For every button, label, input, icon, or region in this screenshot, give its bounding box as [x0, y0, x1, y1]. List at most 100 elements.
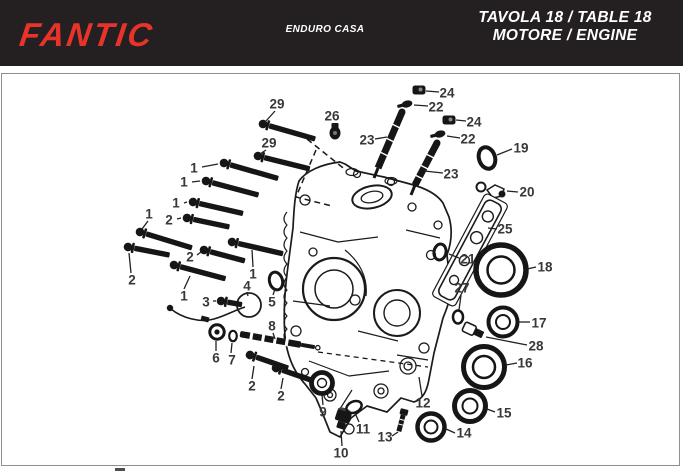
- bearings-group: [309, 242, 529, 443]
- callout-leader: [496, 148, 513, 156]
- callout-leader: [486, 408, 496, 413]
- callout-24: 24: [439, 86, 455, 101]
- model-label: ENDURO CASA: [285, 24, 365, 35]
- callout-3: 3: [202, 295, 210, 310]
- callout-16: 16: [517, 356, 533, 371]
- callout-1: 1: [180, 289, 188, 304]
- callout-leader: [455, 119, 467, 122]
- crankcase-drawing: [283, 161, 453, 438]
- callout-leader: [246, 291, 249, 297]
- callout-leader: [446, 135, 461, 139]
- bolts-group: [123, 119, 316, 384]
- callout-leader: [445, 428, 456, 434]
- callout-leader: [332, 122, 335, 128]
- part-spline-shaft-8: [239, 331, 321, 351]
- callout-leader: [272, 288, 276, 296]
- part-stud-23-right: [409, 139, 441, 196]
- part-cable-lever: [166, 304, 246, 323]
- callout-leader: [280, 377, 284, 390]
- part-bolt: [182, 213, 230, 230]
- callout-22: 22: [428, 100, 443, 115]
- callout-13: 13: [377, 430, 393, 445]
- part-bolt: [123, 242, 170, 258]
- callout-leader: [183, 201, 188, 204]
- header: FANTIC ENDURO CASA TAVOLA 18 / TABLE 18 …: [0, 0, 683, 66]
- callout-2: 2: [248, 379, 256, 394]
- callout-leader: [201, 163, 219, 168]
- callout-leader: [423, 170, 444, 174]
- callout-26: 26: [324, 109, 340, 124]
- part-bolt-22-right: [430, 130, 446, 138]
- fantic-logo-text: FANTIC: [17, 17, 156, 54]
- table-title: TAVOLA 18 / TABLE 18 MOTORE / ENGINE: [458, 9, 672, 45]
- callout-12: 12: [415, 396, 430, 411]
- callout-1: 1: [172, 196, 180, 211]
- callout-2: 2: [128, 273, 136, 288]
- part-nut-24-right: [442, 115, 456, 125]
- callout-leader: [354, 412, 360, 423]
- callout-leader: [183, 275, 191, 290]
- callout-19: 19: [513, 141, 528, 156]
- callout-20: 20: [519, 185, 534, 200]
- callout-18: 18: [537, 260, 553, 275]
- callout-leader: [128, 252, 132, 274]
- part-oring: [345, 399, 363, 415]
- part-bearing: [309, 370, 335, 396]
- part-bolt: [201, 176, 259, 198]
- part-bearing: [452, 388, 488, 424]
- callout-leader: [505, 362, 518, 366]
- callout-leader: [265, 110, 276, 122]
- callout-1: 1: [180, 175, 188, 190]
- callout-7: 7: [228, 353, 236, 368]
- part-bearing: [486, 305, 520, 339]
- callout-leader: [230, 342, 233, 354]
- case-ribs: [292, 229, 441, 413]
- callout-leader: [391, 431, 399, 437]
- callout-1: 1: [145, 207, 153, 222]
- part-spacer-28: [461, 321, 485, 338]
- callout-leader: [259, 149, 267, 155]
- callout-29: 29: [261, 136, 276, 151]
- callout-leader: [485, 336, 528, 346]
- part-oring: [476, 145, 498, 171]
- part-cap-6: [208, 323, 226, 341]
- callout-leader: [448, 253, 460, 259]
- part-bolt: [188, 197, 244, 216]
- part-bolt: [135, 227, 193, 251]
- page-edge-artifact: [115, 468, 125, 471]
- callout-leader: [251, 365, 255, 380]
- callout-29: 29: [269, 97, 284, 112]
- part-oring: [451, 309, 465, 325]
- gasket-edge: [283, 211, 288, 343]
- callout-leader: [321, 394, 324, 406]
- part-washer-7: [228, 329, 238, 343]
- part-bolt-13: [396, 408, 409, 432]
- callout-5: 5: [268, 295, 276, 310]
- callout-leader: [196, 251, 202, 256]
- callout-2: 2: [186, 250, 194, 265]
- part-oring: [267, 270, 285, 292]
- callout-leader: [340, 430, 343, 447]
- callout-2: 2: [165, 213, 173, 228]
- part-bolt: [199, 245, 246, 264]
- callout-leader: [272, 332, 276, 340]
- leader-lines: [128, 90, 537, 447]
- part-bolt: [216, 296, 243, 308]
- callout-15: 15: [496, 406, 512, 421]
- part-bushing-26: [329, 123, 341, 140]
- part-bolt: [169, 260, 227, 282]
- orings-group: [267, 145, 498, 415]
- callout-17: 17: [531, 316, 546, 331]
- callout-23: 23: [359, 133, 375, 148]
- callout-11: 11: [356, 422, 371, 437]
- callout-leader: [425, 90, 440, 93]
- table-title-line2: MOTORE / ENGINE: [492, 27, 638, 44]
- callout-1: 1: [249, 267, 257, 282]
- table-title-line1: TAVOLA 18 / TABLE 18: [478, 9, 652, 26]
- callout-leader: [191, 180, 201, 183]
- callout-leader: [487, 227, 498, 230]
- callout-28: 28: [528, 339, 544, 354]
- fantic-logo: FANTIC: [17, 17, 156, 54]
